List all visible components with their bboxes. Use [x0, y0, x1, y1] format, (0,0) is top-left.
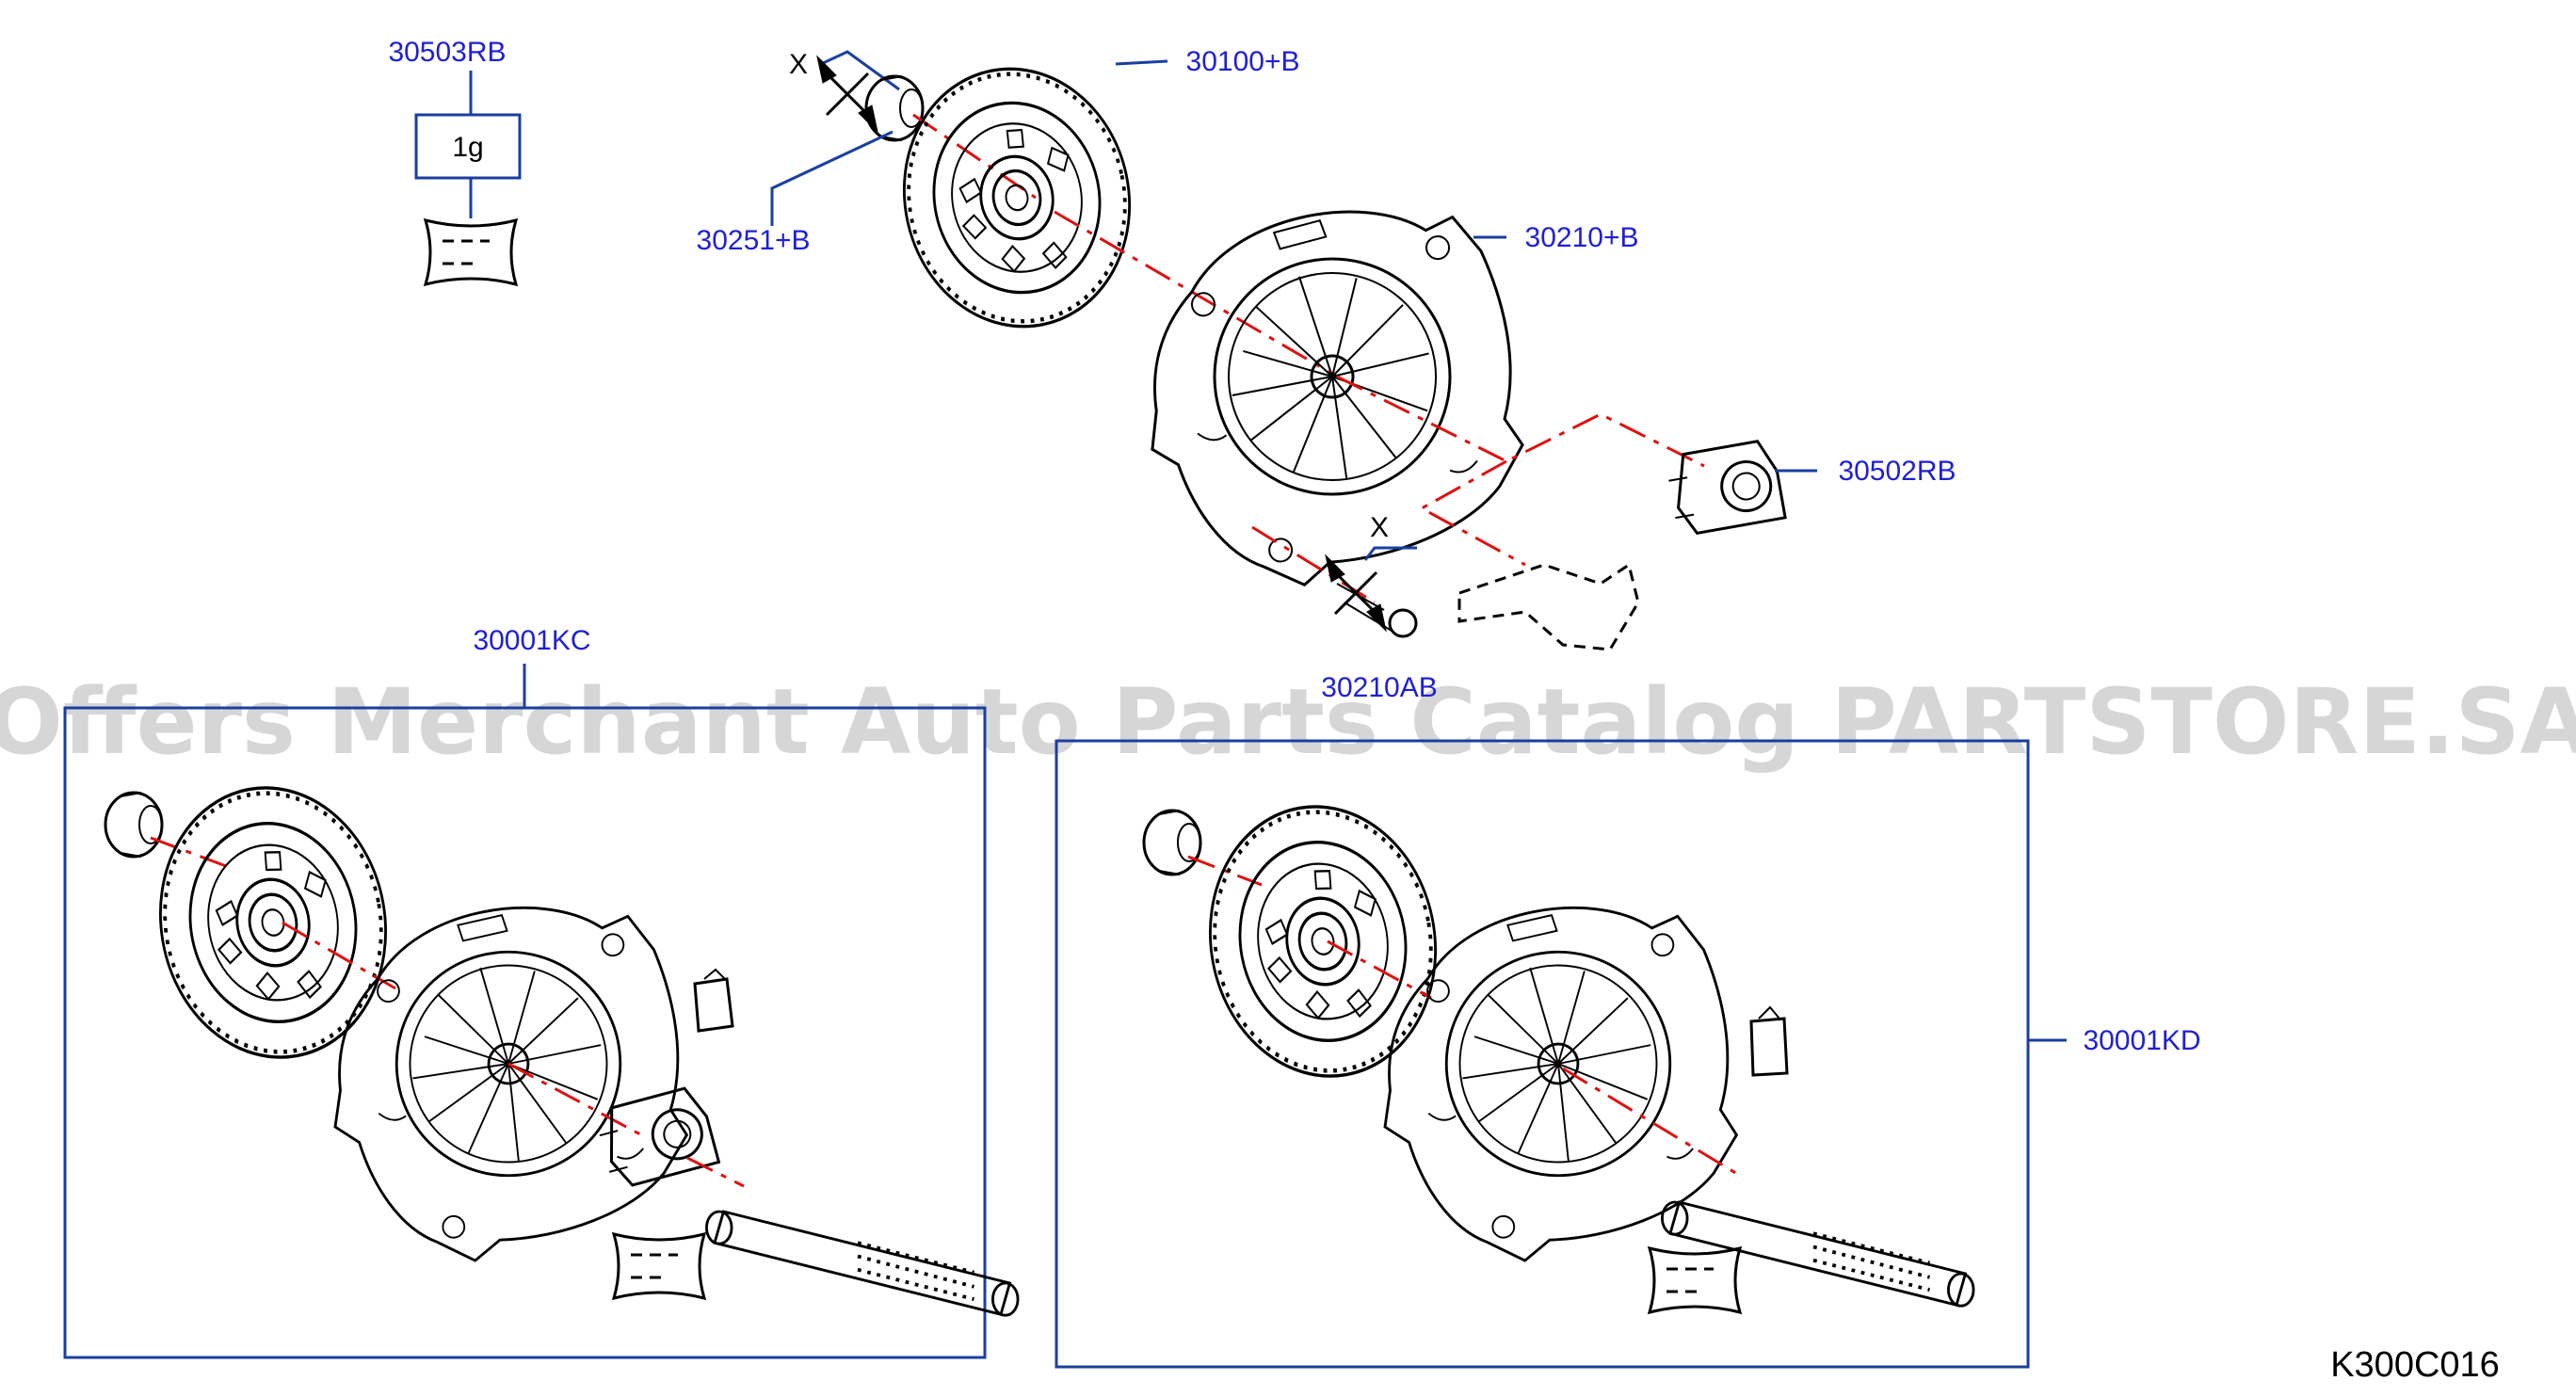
grease-quantity: 1g — [452, 132, 483, 163]
release-fork-icon — [1457, 562, 1640, 651]
part-number-pilot-bushing[interactable]: 30251+B — [697, 225, 811, 256]
kit-kc-group: 30001KC — [63, 625, 1020, 1359]
bolt-cutter-icon — [1324, 554, 1388, 633]
kit-kd-pilot-bushing-icon — [1142, 809, 1202, 876]
x-mark-top: X — [789, 49, 808, 80]
part-number-kit-kd[interactable]: 30001KD — [2083, 1025, 2200, 1056]
kit-kc-clutch-cover-icon — [313, 891, 700, 1276]
kit-kc-frame — [63, 706, 987, 1359]
part-number-clutch-disc[interactable]: 30100+B — [1186, 46, 1300, 77]
cover-bolt-icon — [1336, 583, 1418, 638]
kit-kc-release-bearing-icon — [591, 1083, 720, 1192]
kit-kc-pilot-bushing-icon — [104, 791, 164, 859]
grease-pouch-icon — [424, 218, 518, 286]
kit-kd-group: 30001KD — [1055, 739, 2201, 1369]
kit-kd-clutch-cover-icon — [1362, 891, 1749, 1276]
kit-kc-alignment-tool-icon — [704, 1210, 1020, 1318]
clutch-disc-group: 30100+B — [880, 46, 1299, 347]
grease-callout: 30503RB 1g — [388, 37, 522, 286]
drawing-code: K300C016 — [2330, 1345, 2500, 1385]
part-number-release-bearing[interactable]: 30502RB — [1838, 456, 1956, 487]
watermark: Offers Merchant Auto Parts Catalog PARTS… — [0, 669, 2576, 775]
kit-kd-grease-icon — [1749, 1005, 1789, 1077]
clutch-disc-icon — [880, 48, 1152, 347]
kit-kd-clutch-disc-icon — [1189, 789, 1457, 1094]
kit-kd-grease-pouch-icon — [1648, 1246, 1742, 1314]
kit-kc-clutch-disc-icon — [139, 770, 407, 1075]
clutch-cover-group: 30210+B — [1054, 188, 1639, 605]
release-bearing-group: 30502RB — [1336, 375, 1956, 651]
pilot-bushing-group: X 30251+B — [697, 49, 925, 256]
part-number-clutch-cover[interactable]: 30210+B — [1525, 222, 1639, 253]
quantity-box — [414, 113, 522, 180]
x-mark-bolt: X — [1370, 512, 1389, 543]
release-bearing-icon — [1663, 437, 1787, 538]
cover-bolt-group: X 30210AB — [1251, 512, 1438, 703]
part-number-grease[interactable]: 30503RB — [388, 37, 506, 68]
kit-kc-grease-pouch-icon — [612, 1232, 706, 1300]
part-number-kit-kc[interactable]: 30001KC — [473, 625, 590, 656]
kit-kd-frame — [1055, 739, 2030, 1369]
part-number-cover-bolt[interactable]: 30210AB — [1321, 672, 1437, 703]
clutch-cover-icon — [1121, 188, 1539, 605]
kit-kc-grease-icon — [693, 968, 734, 1033]
